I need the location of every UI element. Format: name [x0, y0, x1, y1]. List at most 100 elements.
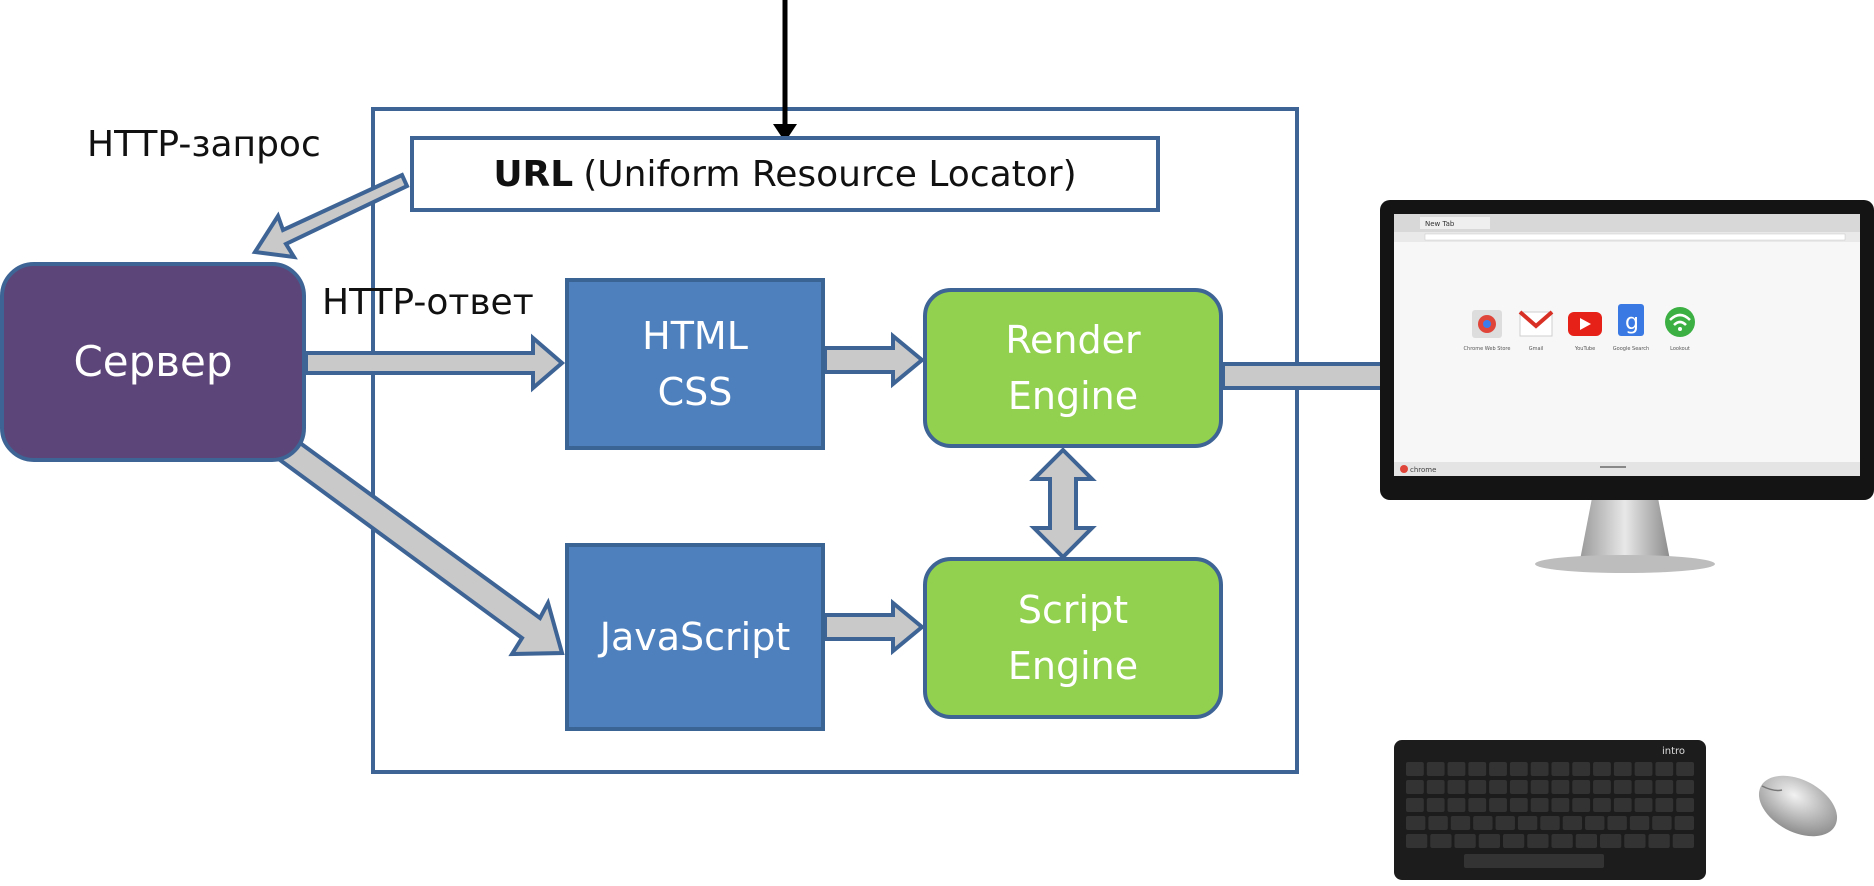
- keyboard-key: [1562, 816, 1583, 830]
- response-arrow-js: [277, 437, 565, 657]
- keyboard-brand: intro: [1662, 746, 1685, 757]
- keyboard-key: [1447, 780, 1466, 794]
- chrome-web-store-icon: [1472, 310, 1502, 338]
- keyboard-key: [1613, 780, 1632, 794]
- keyboard-key: [1655, 798, 1674, 812]
- keyboard-key: [1527, 834, 1549, 848]
- keyboard-key: [1629, 816, 1650, 830]
- monitor-image: New Tab g Chrome Web Store: [1380, 200, 1874, 576]
- lookout-icon: [1665, 307, 1695, 337]
- keyboard-key: [1489, 780, 1507, 794]
- keyboard-key: [1607, 816, 1627, 830]
- keyboard-key: [1585, 816, 1605, 830]
- keyboard-key: [1495, 816, 1515, 830]
- url-description: (Uniform Resource Locator): [583, 153, 1077, 195]
- keyboard-key: [1551, 762, 1570, 776]
- keyboard-key: [1634, 762, 1653, 776]
- keyboard-key: [1406, 834, 1428, 848]
- chrome-brand: chrome: [1410, 466, 1436, 474]
- response-arrow-html: [304, 333, 566, 393]
- render-label: Render: [1005, 318, 1141, 362]
- javascript-box: JavaScript: [565, 543, 825, 731]
- javascript-label: JavaScript: [599, 615, 791, 659]
- keyboard-key: [1426, 798, 1445, 812]
- keyboard-key: [1676, 762, 1694, 776]
- http-response-label: HTTP-ответ: [322, 282, 534, 323]
- keyboard-key: [1406, 780, 1424, 794]
- monitor-icon: New Tab g Chrome Web Store: [1380, 200, 1874, 573]
- keyboard-key: [1572, 762, 1591, 776]
- keyboard-key: [1503, 834, 1525, 848]
- css-label: CSS: [657, 370, 733, 414]
- keyboard-key: [1428, 816, 1448, 830]
- keyboard-key: [1489, 798, 1507, 812]
- keyboard-key: [1593, 762, 1611, 776]
- request-arrow: [251, 172, 410, 260]
- keyboard-key: [1478, 834, 1500, 848]
- keyboard-key: [1572, 780, 1591, 794]
- html-css-box: HTML CSS: [565, 278, 825, 450]
- keyboard-key: [1517, 816, 1538, 830]
- keyboard-key: [1676, 798, 1694, 812]
- keyboard-key: [1406, 762, 1424, 776]
- keyboard-key: [1509, 762, 1528, 776]
- mouse-image: [1752, 768, 1844, 842]
- app-label: YouTube: [1574, 346, 1595, 352]
- app-label: Chrome Web Store: [1464, 346, 1511, 352]
- google-search-icon: g: [1618, 304, 1644, 336]
- youtube-icon: [1568, 312, 1602, 336]
- keyboard-key: [1489, 762, 1507, 776]
- keyboard-key: [1447, 798, 1466, 812]
- keyboard-key: [1575, 834, 1597, 848]
- keyboard-key: [1468, 762, 1487, 776]
- keyboard-key: [1624, 834, 1646, 848]
- keyboard-spacebar: [1464, 854, 1604, 868]
- keyboard-key: [1473, 816, 1493, 830]
- keyboard-key: [1468, 798, 1487, 812]
- render-engine-box: Render Engine: [923, 288, 1223, 448]
- keyboard-key: [1572, 798, 1591, 812]
- keyboard-key: [1634, 780, 1653, 794]
- js-script-arrow: [823, 598, 926, 656]
- http-request-label: HTTP-запрос: [87, 124, 321, 165]
- keyboard-key: [1551, 834, 1573, 848]
- keyboard-key: [1648, 834, 1670, 848]
- keyboard-key: [1406, 798, 1424, 812]
- keyboard-key: [1530, 780, 1549, 794]
- keyboard-key: [1674, 816, 1694, 830]
- keyboard-key: [1540, 816, 1560, 830]
- keyboard-key: [1652, 816, 1672, 830]
- keyboard-key: [1454, 834, 1476, 848]
- app-label: Lookout: [1670, 346, 1690, 352]
- keyboard-key: [1613, 798, 1632, 812]
- keyboard-key: [1600, 834, 1622, 848]
- keyboard-key: [1672, 834, 1694, 848]
- html-label: HTML: [642, 314, 748, 358]
- browser-frame: [371, 107, 1299, 774]
- keyboard-key: [1655, 762, 1674, 776]
- engine-label: Engine: [1007, 374, 1139, 418]
- keyboard-icon: intro: [1394, 740, 1706, 880]
- keyboard-key: [1450, 816, 1471, 830]
- keyboard-key: [1530, 762, 1549, 776]
- keyboard-key: [1426, 780, 1445, 794]
- keyboard-key: [1593, 798, 1611, 812]
- url-bar: URL (Uniform Resource Locator): [410, 136, 1160, 212]
- script-label: Script: [1017, 588, 1129, 632]
- keyboard-key: [1551, 798, 1570, 812]
- url-bold-label: URL: [493, 153, 574, 195]
- keyboard-key: [1530, 798, 1549, 812]
- app-label: Google Search: [1613, 346, 1649, 352]
- app-label: Gmail: [1529, 346, 1544, 352]
- monitor-tab-text: New Tab: [1425, 220, 1455, 228]
- gmail-icon: [1518, 310, 1554, 337]
- input-arrow: [773, 0, 797, 142]
- keyboard-key: [1593, 780, 1611, 794]
- html-render-arrow: [823, 331, 926, 389]
- keyboard-key: [1509, 798, 1528, 812]
- keyboard-key: [1613, 762, 1632, 776]
- keyboard-key: [1447, 762, 1466, 776]
- svg-text:g: g: [1625, 310, 1639, 335]
- keyboard-key: [1509, 780, 1528, 794]
